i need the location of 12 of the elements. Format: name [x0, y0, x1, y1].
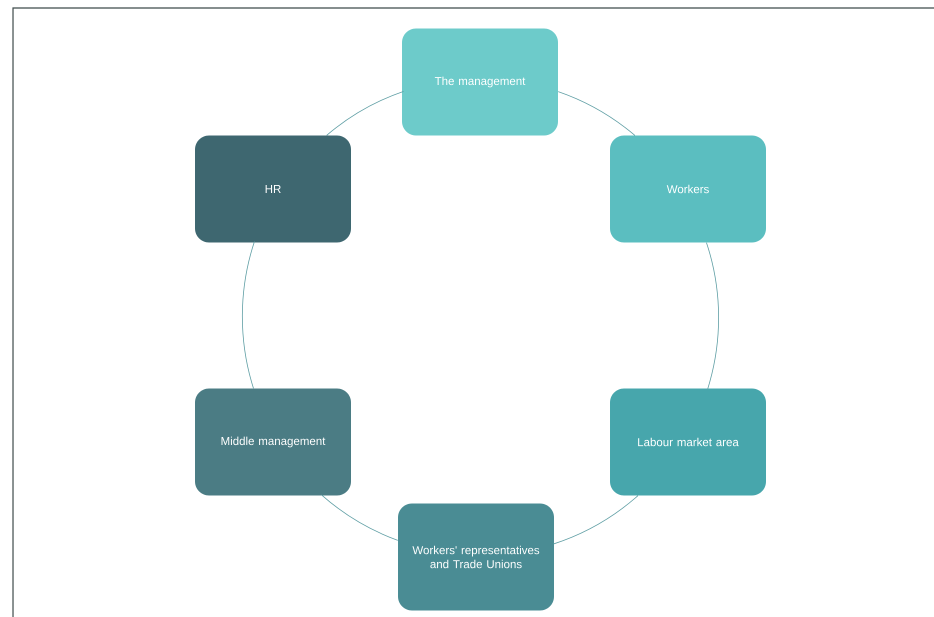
connector-arc [706, 242, 719, 390]
connector-arc [326, 90, 404, 136]
connector-arc [553, 495, 638, 544]
process-box: HR [195, 136, 351, 242]
process-box: Labour market area [610, 388, 766, 496]
process-box: Workers [610, 136, 766, 242]
process-box: The management [402, 28, 558, 136]
connector-arc [558, 91, 636, 136]
connector-arc [242, 241, 255, 389]
process-box: Workers' representatives and Trade Unions [398, 504, 554, 610]
process-box: Middle management [195, 388, 351, 496]
connector-arc [321, 494, 398, 541]
